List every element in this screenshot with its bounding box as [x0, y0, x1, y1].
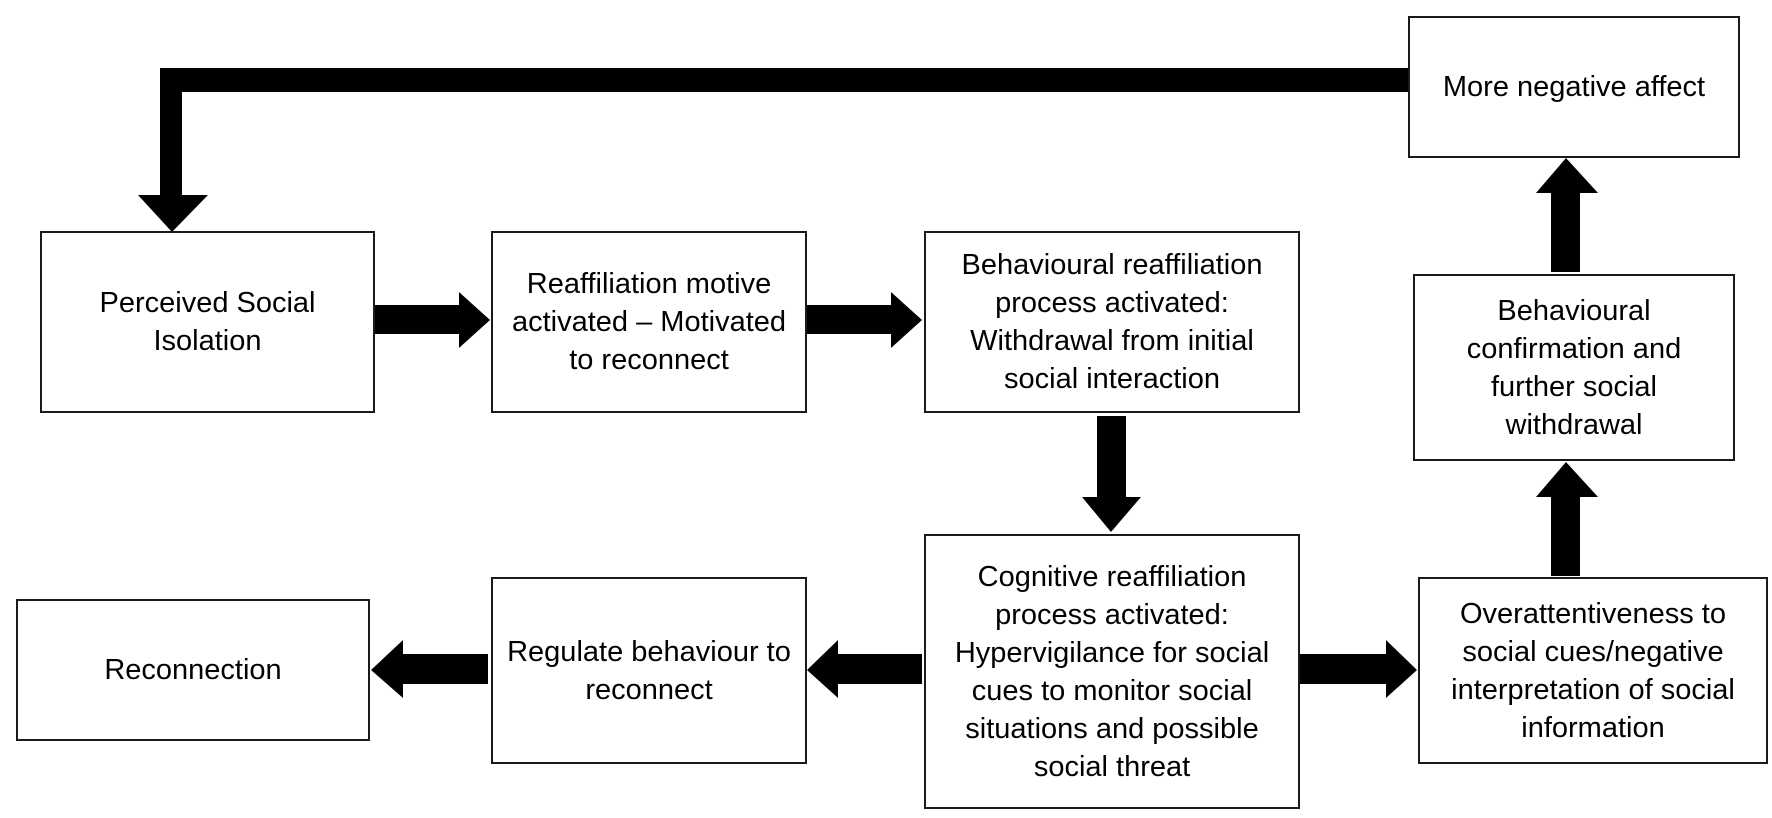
node-more-negative-affect: More negative affect	[1408, 16, 1740, 158]
arrow-motive-to-behavioural	[807, 292, 922, 348]
node-perceived-social-isolation: Perceived Social Isolation	[40, 231, 375, 413]
arrow-regulate-to-reconnection	[371, 640, 488, 698]
node-overattentiveness: Overattentiveness to social cues/negativ…	[1418, 577, 1768, 764]
node-behavioural-reaffiliation: Behavioural reaffiliation process activa…	[924, 231, 1300, 413]
node-regulate-behaviour: Regulate behaviour to reconnect	[491, 577, 807, 764]
node-label: Overattentiveness to social cues/negativ…	[1451, 597, 1735, 744]
arrow-overattentiveness-to-confirmation	[1536, 462, 1598, 576]
node-reconnection: Reconnection	[16, 599, 370, 741]
arrow-isolation-to-motive	[375, 292, 490, 348]
node-label: More negative affect	[1442, 71, 1706, 103]
node-label: Regulate behaviour to reconnect	[507, 635, 791, 706]
node-label: Behavioural confirmation and further soc…	[1466, 294, 1682, 441]
arrow-confirmation-to-affect	[1536, 158, 1598, 272]
feedback-loop-arrow	[138, 68, 1412, 232]
node-label: Reaffiliation motive activated – Motivat…	[511, 268, 787, 376]
node-label: Behavioural reaffiliation process activa…	[961, 249, 1263, 395]
node-label: Perceived Social Isolation	[99, 287, 316, 357]
arrow-behavioural-to-cognitive	[1082, 416, 1141, 532]
node-label: Reconnection	[104, 654, 282, 686]
node-label: Cognitive reaffiliation process activate…	[954, 560, 1270, 783]
arrow-cognitive-to-regulate	[807, 640, 922, 698]
arrow-cognitive-to-overattentiveness	[1300, 640, 1417, 698]
node-reaffiliation-motive: Reaffiliation motive activated – Motivat…	[491, 231, 807, 413]
node-behavioural-confirmation: Behavioural confirmation and further soc…	[1413, 274, 1735, 461]
node-cognitive-reaffiliation: Cognitive reaffiliation process activate…	[924, 534, 1300, 809]
